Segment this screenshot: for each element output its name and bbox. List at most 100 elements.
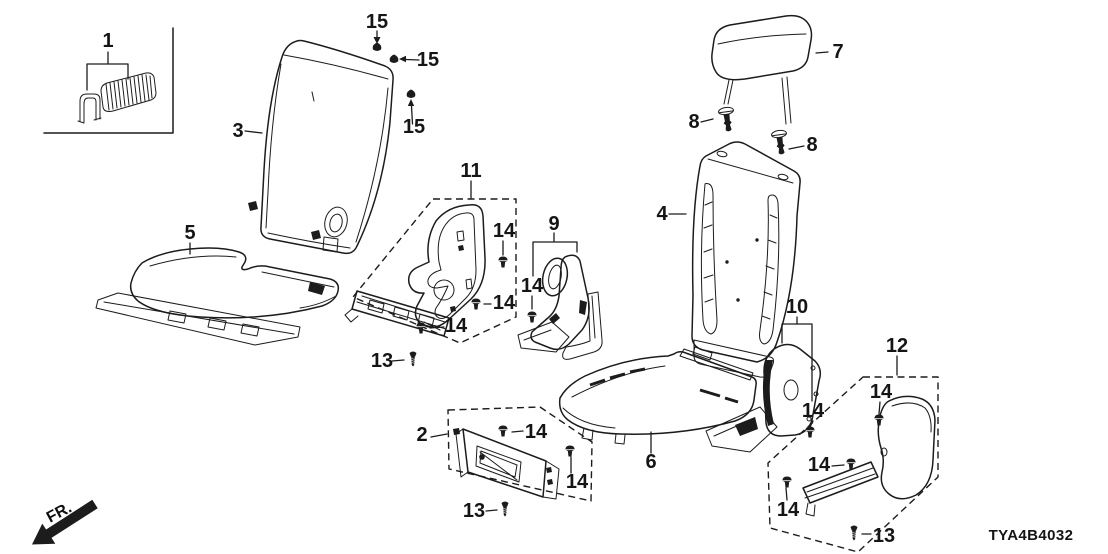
leader-7: [815, 51, 829, 54]
pad-holes: [725, 260, 729, 264]
part-1-clip-box: [43, 27, 174, 134]
guide-hole-left: [716, 150, 728, 158]
cover-hole: [880, 447, 888, 457]
pad-hole-2: [736, 298, 740, 302]
callout-part-2: 2: [416, 424, 427, 446]
callout-part-4: 4: [656, 203, 668, 225]
outline: [129, 247, 340, 319]
callout-part-6: 6: [645, 451, 656, 473]
cover-outline: [877, 395, 936, 500]
base-rail: [351, 290, 450, 337]
clip-stick-outline: [100, 72, 157, 112]
main-hole: [783, 379, 799, 401]
crease-lines: [265, 54, 389, 249]
callout-part-13: 13: [873, 525, 895, 547]
leader-14g: [831, 464, 845, 467]
leader-8a: [700, 118, 714, 123]
handle-pin: [479, 454, 485, 460]
callout-part-5: 5: [184, 222, 195, 244]
foot-plate: [517, 321, 570, 353]
part-4-seat-back-pad: [562, 141, 801, 378]
sill-lines: [804, 467, 876, 517]
crease-lines: [149, 255, 337, 309]
part-3-seat-back-cover: [248, 39, 394, 255]
part-10-recliner-bracket: [705, 343, 822, 453]
crease: [717, 33, 807, 45]
part-8-headrest-guides: [718, 106, 787, 155]
label-patch: [322, 236, 339, 253]
callout-part-14: 14: [445, 315, 468, 337]
grouping-box-2: [447, 406, 593, 502]
screw-13-b: [850, 525, 858, 541]
surface-accents: [589, 367, 739, 404]
arm-accent: [735, 417, 758, 436]
leader-3: [244, 130, 263, 134]
rivet-1: [810, 365, 816, 371]
leader-9: [532, 232, 578, 277]
callout-part-14: 14: [808, 454, 831, 476]
bracket-outline: [407, 203, 486, 328]
bracket-inner: [427, 212, 477, 319]
callout-part-13: 13: [463, 500, 485, 522]
leader-lines: [86, 51, 898, 535]
base-frame: [95, 292, 301, 346]
base-brackets: [167, 310, 260, 337]
hook-ring: [541, 257, 569, 297]
bolt-14-c: [471, 298, 481, 310]
bolt-14-f: [874, 414, 884, 426]
leader-14h: [785, 487, 788, 501]
pivot-hole: [433, 279, 455, 301]
latch-hook: [308, 282, 325, 295]
outline: [711, 14, 813, 81]
part-15-clips: [372, 30, 420, 125]
bolt-14-h: [782, 476, 792, 488]
part-2-front-cover: [447, 406, 593, 502]
callout-part-9: 9: [548, 213, 559, 235]
callout-part-14: 14: [777, 499, 800, 521]
callout-part-1: 1: [102, 30, 113, 52]
leader-14e: [809, 420, 814, 428]
callout-part-8: 8: [806, 134, 817, 156]
callout-part-3: 3: [232, 120, 243, 142]
callout-part-10: 10: [786, 296, 808, 318]
bolt-14-b: [527, 311, 537, 323]
callout-part-14: 14: [802, 400, 825, 422]
guide-right: [771, 129, 787, 155]
callout-part-15: 15: [403, 116, 425, 138]
outline: [260, 39, 394, 255]
callout-part-14: 14: [521, 275, 544, 297]
part-7-headrest: [711, 14, 813, 125]
grouping-box-11: [352, 198, 517, 344]
callout-part-14: 14: [566, 471, 589, 493]
part-5-seat-cushion-cover: [95, 247, 340, 346]
part-11-frame-assembly: [344, 198, 517, 344]
slot-holes: [456, 230, 473, 290]
left-leg: [562, 291, 603, 360]
strap-accents: [549, 300, 587, 324]
fr-arrow-icon: [32, 499, 98, 545]
reference-box-border: [43, 27, 174, 134]
callout-part-14: 14: [870, 381, 893, 403]
part-9-center-bracket: [517, 254, 590, 353]
trim-clip: [248, 201, 321, 240]
bolt-14-j: [565, 445, 575, 457]
leader-10: [781, 316, 813, 402]
sill-strip: [802, 461, 879, 504]
callout-part-14: 14: [525, 421, 548, 443]
front-direction-indicator: FR.: [32, 499, 98, 545]
edge-strap: [762, 360, 774, 426]
leader-14f: [878, 401, 881, 415]
rail-details: [344, 295, 447, 331]
left-bolster: [700, 183, 718, 335]
bolt-14-e: [805, 426, 815, 438]
diagram-code: TYA4B4032: [989, 527, 1074, 544]
part-12-side-cover: [767, 376, 939, 553]
callout-part-11: 11: [460, 160, 481, 182]
clip-stick-hatch: [105, 74, 153, 111]
callout-part-15: 15: [366, 11, 388, 33]
cup-holder-inner: [329, 213, 343, 233]
callout-part-8: 8: [688, 111, 699, 133]
bolt-14-a: [498, 256, 508, 268]
callout-part-14: 14: [493, 220, 516, 242]
